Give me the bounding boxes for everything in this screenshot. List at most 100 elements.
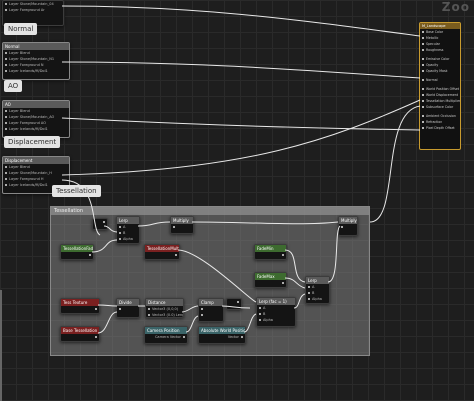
lerp-node-2[interactable]: Lerp A B Alpha xyxy=(305,276,330,304)
ao-layer-blend-node[interactable]: AO Layer Blend Layer Stone/Mountain_AO L… xyxy=(2,100,70,138)
base-tessellation-param-node[interactable]: Base Tessellation xyxy=(60,326,100,342)
pin-row[interactable]: Layer Foreground H xyxy=(3,176,69,182)
node-title: Multiply xyxy=(339,217,357,224)
pin-row[interactable]: Layer Blend xyxy=(3,108,69,114)
pin-tessellation-multiplier[interactable]: Tessellation Multiplier xyxy=(420,98,460,104)
pin-world-position-offset[interactable]: World Position Offset xyxy=(420,86,460,92)
pin-refraction[interactable]: Refraction xyxy=(420,119,460,125)
small-add-node[interactable] xyxy=(92,218,108,230)
pin-row[interactable] xyxy=(61,306,99,312)
comment-displacement-tab[interactable]: Displacement xyxy=(4,136,61,148)
pin-row[interactable] xyxy=(171,224,193,230)
node-title: AO xyxy=(3,101,69,108)
pin-specular[interactable]: Specular xyxy=(420,41,460,47)
tessellation-mult-param-node[interactable]: TessellationMult xyxy=(144,244,180,260)
node-title: Divide xyxy=(117,299,139,306)
pin-row[interactable]: Layer Stone/Mountain_H xyxy=(3,170,69,176)
pin-metallic[interactable]: Metallic xyxy=(420,35,460,41)
pin-row[interactable] xyxy=(145,252,179,258)
pin-row[interactable] xyxy=(199,312,223,318)
vector-length-node[interactable]: Distance Vector3 (0,0,0) Vector3 (0.0) L… xyxy=(145,298,184,318)
comment-box-title: Tessellation xyxy=(51,207,369,215)
pin-row[interactable]: Layer Stone/Mountain_04 xyxy=(3,1,63,7)
node-title: FadeMin xyxy=(255,245,286,252)
absolute-world-position-node[interactable]: Absolute World Position Vector xyxy=(198,326,246,344)
pin-row[interactable]: Vector3 (0.0) Length xyxy=(146,312,183,318)
pin-row[interactable]: Layer Icelands/M/Dol1 xyxy=(3,126,69,132)
pin-roughness[interactable]: Roughness xyxy=(420,47,460,53)
multiply-node-2[interactable]: Multiply xyxy=(338,216,358,236)
pin-alpha[interactable]: Alpha xyxy=(306,296,329,302)
multiply-node[interactable]: Multiply xyxy=(170,216,194,234)
wire-normal xyxy=(61,61,421,79)
pin-a[interactable]: A xyxy=(306,284,329,290)
camera-position-node[interactable]: Camera Position Camera Vector xyxy=(144,326,188,344)
tessellation-fade-param-node[interactable]: TessellationFade xyxy=(60,244,94,260)
node-title: FadeMax xyxy=(255,273,286,280)
pin-row[interactable]: Layer Foreground Ar xyxy=(3,7,63,13)
node-title: Base Tessellation xyxy=(61,327,99,334)
comment-ao-tab[interactable]: AO xyxy=(4,80,23,92)
divide-node[interactable]: Divide xyxy=(116,298,140,318)
clamp-node[interactable]: Clamp xyxy=(198,298,224,322)
pin-row[interactable]: Layer Stone/Mountain_N1 xyxy=(3,56,69,62)
pin-row[interactable] xyxy=(61,252,93,258)
node-title: Camera Position xyxy=(145,327,187,334)
pin-row[interactable]: Layer Icelands/M/Dol1 xyxy=(3,182,69,188)
pin-row[interactable] xyxy=(199,306,223,312)
pin-a[interactable]: A xyxy=(257,305,295,311)
pin-base-color[interactable]: Base Color xyxy=(420,29,460,35)
node-title: Displacement xyxy=(3,157,69,164)
pin-b[interactable]: B xyxy=(117,230,139,236)
pin-row[interactable]: Layer Icelands/M/Dol1 xyxy=(3,68,69,74)
pin-row[interactable] xyxy=(255,252,286,258)
pin-row[interactable] xyxy=(61,334,99,340)
if-lerp-node[interactable]: Lerp (fac = 1) A B Alpha xyxy=(256,297,296,327)
pin-row[interactable] xyxy=(227,299,241,305)
pin-row[interactable] xyxy=(339,224,357,230)
pin-row[interactable]: Layer Foreground N xyxy=(3,62,69,68)
comment-normal-tab[interactable]: Normal xyxy=(4,23,38,35)
pin-row[interactable]: Layer Blend xyxy=(3,50,69,56)
fade-min-param-node[interactable]: FadeMin xyxy=(254,244,287,260)
pin-row[interactable] xyxy=(93,219,107,225)
pin-row[interactable]: Vector3 (0,0,0) xyxy=(146,306,183,312)
pin-row[interactable] xyxy=(117,306,139,312)
pin-row[interactable]: Layer Blend xyxy=(3,164,69,170)
pin-normal[interactable]: Normal xyxy=(420,77,460,83)
pin-emissive[interactable]: Emissive Color xyxy=(420,56,460,62)
pin-row[interactable]: Layer Foreground AO xyxy=(3,120,69,126)
material-title: M_Landscape xyxy=(420,23,460,29)
node-title: Clamp xyxy=(199,299,223,306)
wire-tess xyxy=(369,105,421,223)
pin-row[interactable] xyxy=(255,280,286,286)
normal-layer-blend-node[interactable]: Normal Layer Blend Layer Stone/Mountain_… xyxy=(2,42,70,80)
wire-disp xyxy=(61,99,421,176)
pin-opacity-mask[interactable]: Opacity Mask xyxy=(420,68,460,74)
pin-pixel-depth-offset[interactable]: Pixel Depth Offset xyxy=(420,125,460,131)
pin-opacity[interactable]: Opacity xyxy=(420,62,460,68)
fade-max-param-node[interactable]: FadeMax xyxy=(254,272,287,288)
pin-alpha[interactable]: Alpha xyxy=(257,317,295,323)
node-title: TessellationMult xyxy=(145,245,179,252)
node-title: Multiply xyxy=(171,217,193,224)
pin-a[interactable]: A xyxy=(117,224,139,230)
pin-world-displacement[interactable]: World Displacement xyxy=(420,92,460,98)
pin-row[interactable]: Layer Stone/Mountain_AO xyxy=(3,114,69,120)
small-constant-node[interactable] xyxy=(226,298,242,310)
material-output-node[interactable]: M_Landscape Base Color Metallic Specular… xyxy=(419,22,461,150)
wire-ao xyxy=(61,117,421,131)
pin-b[interactable]: B xyxy=(257,311,295,317)
wire-top xyxy=(61,5,421,37)
pin-row[interactable]: Camera Vector xyxy=(145,334,187,340)
pin-b[interactable]: B xyxy=(306,290,329,296)
tess-texture-param-node[interactable]: Tess Texture xyxy=(60,298,100,314)
pin-subsurface-color[interactable]: Subsurface Color xyxy=(420,104,460,110)
pin-alpha[interactable]: Alpha xyxy=(117,236,139,242)
top-layer-blend-node[interactable]: Layer Stone/Mountain_04 Layer Foreground… xyxy=(2,0,64,26)
pin-row[interactable]: Vector xyxy=(199,334,245,340)
lerp-node[interactable]: Lerp A B Alpha xyxy=(116,216,140,244)
disp-layer-blend-node[interactable]: Displacement Layer Blend Layer Stone/Mou… xyxy=(2,156,70,194)
pin-ambient-occlusion[interactable]: Ambient Occlusion xyxy=(420,113,460,119)
comment-tessellation-tab[interactable]: Tessellation xyxy=(52,185,101,197)
